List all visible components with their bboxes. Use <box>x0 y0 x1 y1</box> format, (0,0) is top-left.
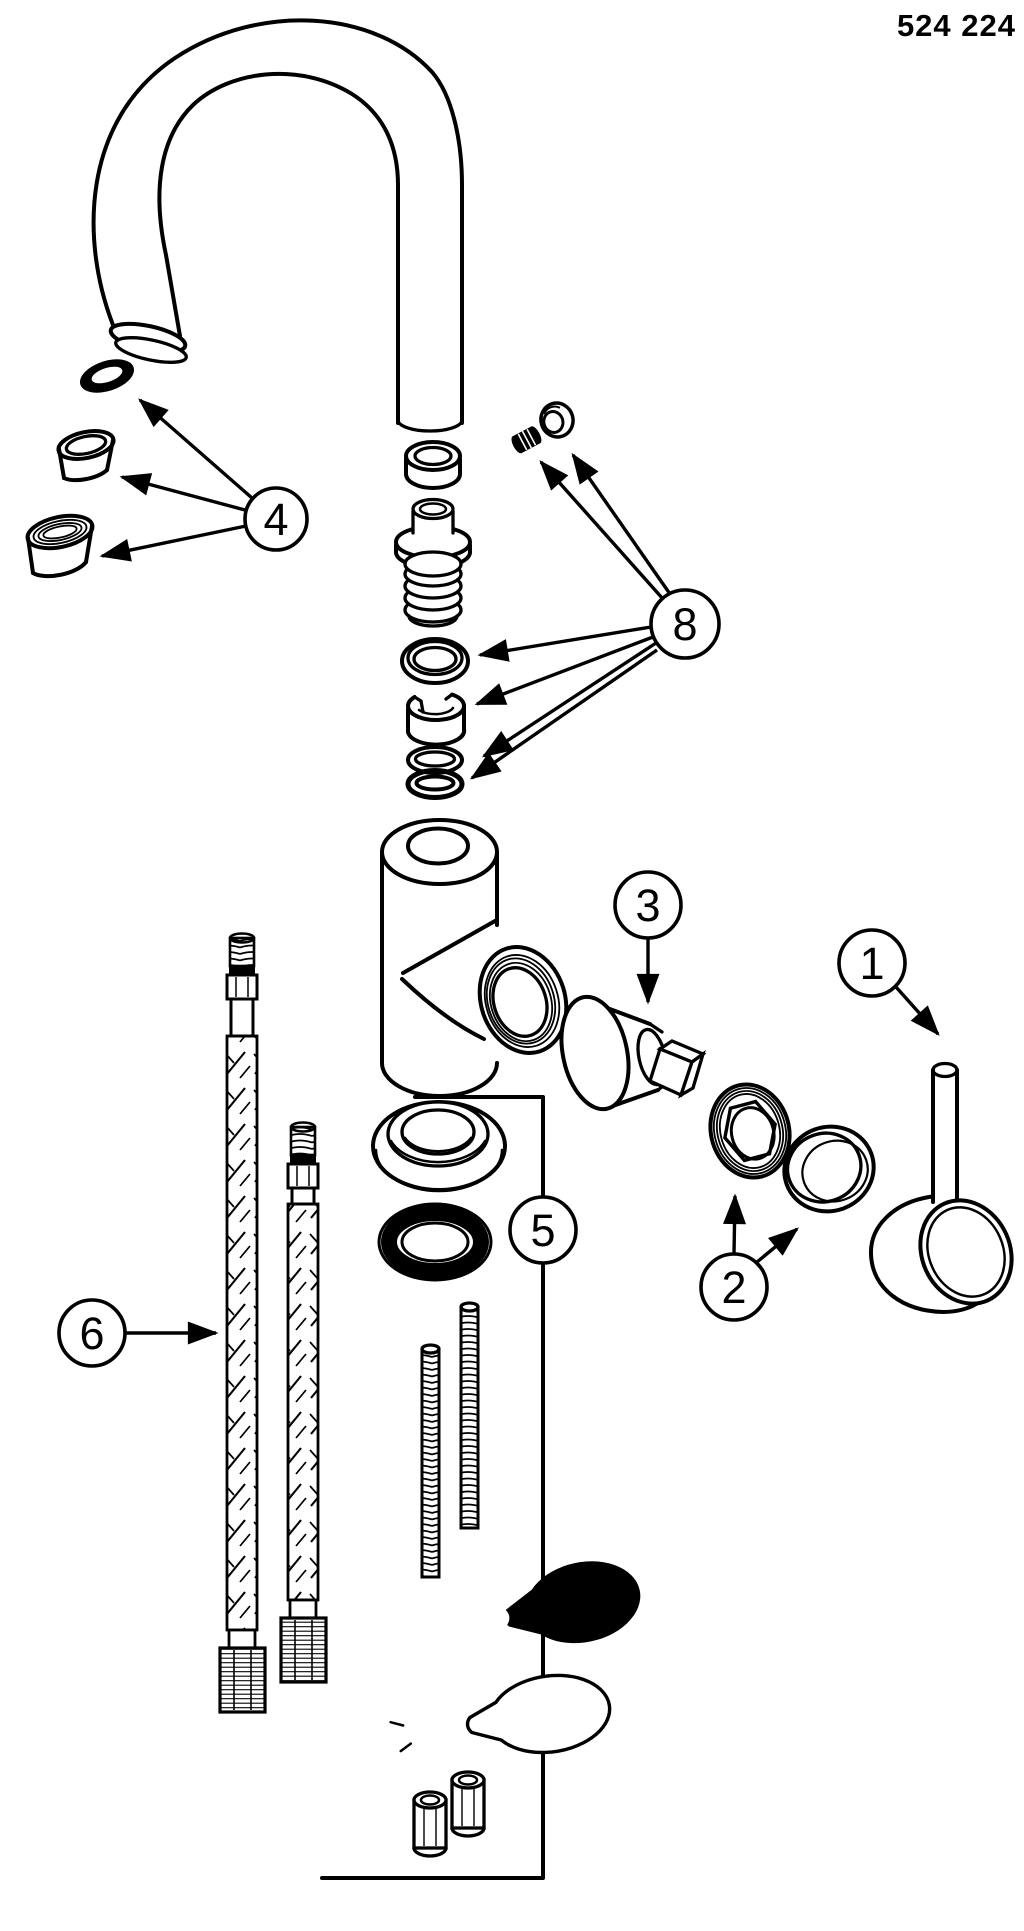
callout-5-label: 5 <box>530 1205 555 1256</box>
o-ring-lower <box>405 768 465 800</box>
aerator-insert <box>56 429 116 483</box>
product-number: 524 224 <box>897 8 1016 43</box>
handle-rod <box>931 1061 959 1204</box>
supply-hose-left <box>218 932 267 1714</box>
callout-6: 6 <box>57 1298 127 1368</box>
set-screw <box>511 426 542 454</box>
base-o-ring <box>377 1202 493 1282</box>
sleeve-nut-left <box>412 1790 448 1858</box>
cap-ring <box>782 1124 876 1214</box>
threaded-rod-right <box>459 1301 480 1530</box>
callout-5: 5 <box>508 1195 578 1265</box>
retainer-ring <box>539 401 575 439</box>
callout-8-label: 8 <box>672 599 697 650</box>
callout-8: 8 <box>649 588 721 660</box>
callout-3-label: 3 <box>635 880 660 931</box>
hose-nut-right <box>279 1616 328 1684</box>
body-side-port <box>400 919 569 1055</box>
mounting-bracket <box>320 1095 545 1880</box>
callout-6-label: 6 <box>79 1308 104 1359</box>
hose-braid-left <box>225 1034 259 1632</box>
c-clip-bearing <box>406 692 467 747</box>
callout-2: 2 <box>699 1252 769 1322</box>
handle-lever <box>868 1061 1014 1314</box>
cartridge-stem <box>647 1039 707 1099</box>
horseshoe-washer-black <box>428 1561 641 1675</box>
callout-arrows <box>99 398 940 1345</box>
spout-adapter <box>394 497 472 628</box>
hose-nut-left <box>218 1646 267 1714</box>
callout-2-label: 2 <box>721 1262 746 1313</box>
cartridge <box>559 994 707 1112</box>
callout-1-label: 1 <box>859 938 884 989</box>
callout-4-label: 4 <box>263 494 288 545</box>
callout-4: 4 <box>243 486 309 552</box>
aerator-seal-ring <box>79 359 135 393</box>
sleeve-nut-right <box>450 1770 486 1838</box>
aerator-housing <box>25 513 95 579</box>
seal-ring <box>400 637 470 685</box>
callout-3: 3 <box>613 870 683 940</box>
spout-bushing <box>404 440 462 490</box>
faucet-body <box>380 818 569 1098</box>
spout <box>91 18 464 433</box>
threaded-ring <box>708 1082 792 1180</box>
spout-adapter-threads <box>403 550 463 628</box>
threaded-rod-left <box>420 1343 441 1579</box>
base-ring <box>371 1100 507 1193</box>
callout-1: 1 <box>837 928 907 998</box>
hose-braid-right <box>286 1202 320 1602</box>
horseshoe-washer-metal <box>389 1673 612 1755</box>
supply-hose-right <box>279 1121 328 1684</box>
